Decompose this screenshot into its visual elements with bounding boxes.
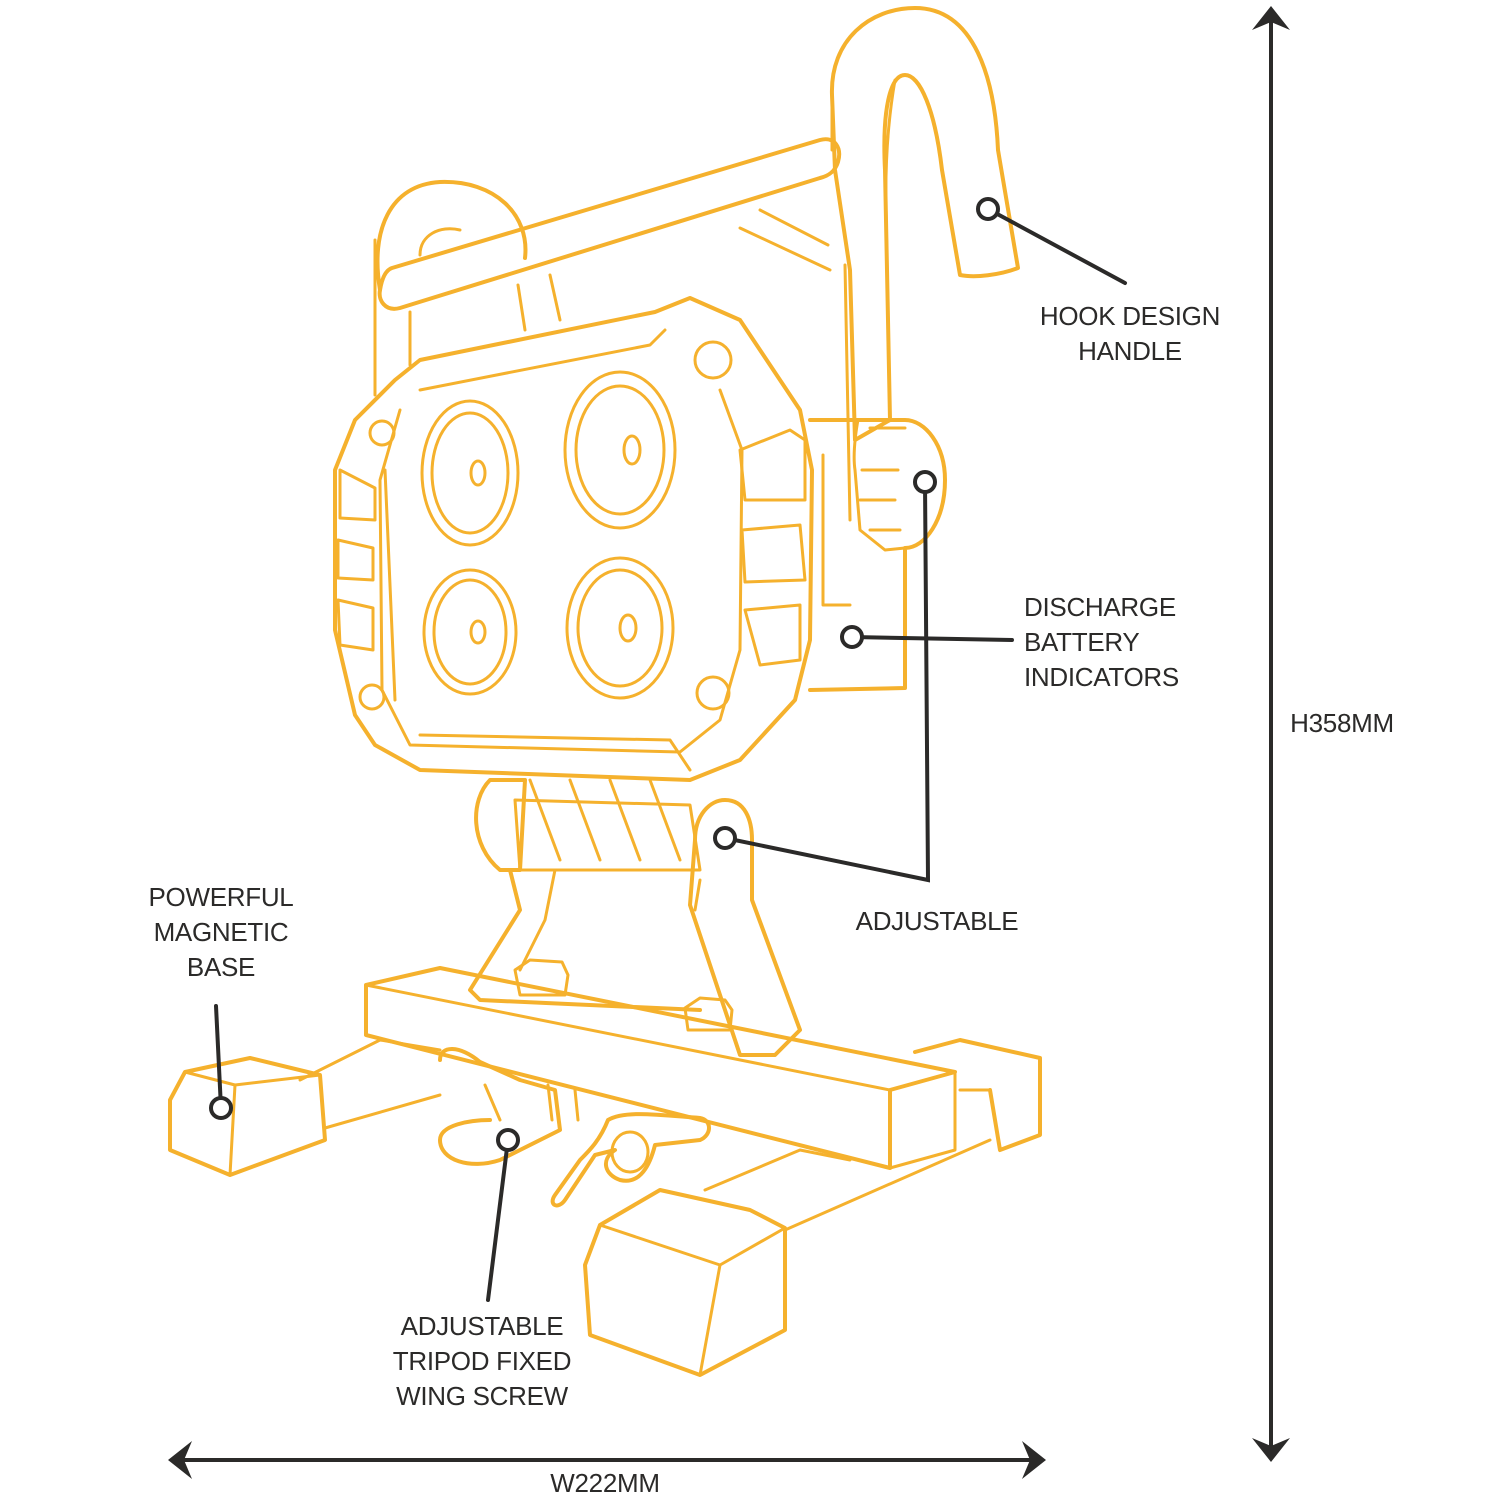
led-lens — [422, 568, 518, 696]
led-lens — [563, 370, 677, 530]
leader-lines — [209, 197, 1127, 1302]
leader-magnetic-base — [214, 1004, 223, 1110]
leader-adjustable — [723, 480, 931, 883]
tilt-bracket — [468, 778, 802, 1057]
callout-dot-battery — [913, 470, 937, 494]
leader-battery-indicators — [850, 635, 1014, 642]
label-adjustable: ADJUSTABLE — [855, 906, 1019, 936]
work-light-illustration — [168, 6, 1042, 1377]
label-discharge-battery-indicators: DISCHARGE BATTERY INDICATORS — [1024, 592, 1179, 692]
front-foot — [583, 1138, 992, 1377]
callout-dot-wing-screw — [496, 1128, 520, 1152]
callout-dot-hook-handle — [976, 197, 1000, 221]
lamp-head — [333, 296, 814, 782]
led-lens — [420, 399, 520, 547]
callout-dot-magnetic-base — [209, 1096, 233, 1120]
width-dimension-label: W222MM — [550, 1468, 660, 1498]
frame-bars — [373, 137, 841, 397]
width-dimension-arrow — [168, 1441, 1046, 1479]
height-dimension-arrow — [1252, 6, 1290, 1462]
battery-pack — [808, 418, 947, 692]
label-powerful-magnetic-base: POWERFUL MAGNETIC BASE — [148, 882, 294, 982]
led-lens — [565, 556, 675, 700]
left-foot — [168, 1038, 442, 1177]
callout-dot-adjustable — [713, 826, 737, 850]
height-dimension-label: H358MM — [1290, 708, 1394, 738]
callout-dot-battery-indicators — [840, 625, 864, 649]
label-adjustable-tripod-wing-screw: ADJUSTABLE TRIPOD FIXED WING SCREW — [392, 1311, 572, 1411]
rear-foot — [913, 1038, 1042, 1152]
wing-screw — [438, 1047, 711, 1208]
base-crossbar — [364, 958, 957, 1170]
hook-handle-shape — [829, 6, 1020, 522]
led-lenses — [420, 370, 677, 700]
label-hook-design-handle: HOOK DESIGN HANDLE — [1039, 301, 1221, 366]
leader-hook-handle — [986, 207, 1127, 285]
leader-wing-screw — [486, 1138, 510, 1302]
